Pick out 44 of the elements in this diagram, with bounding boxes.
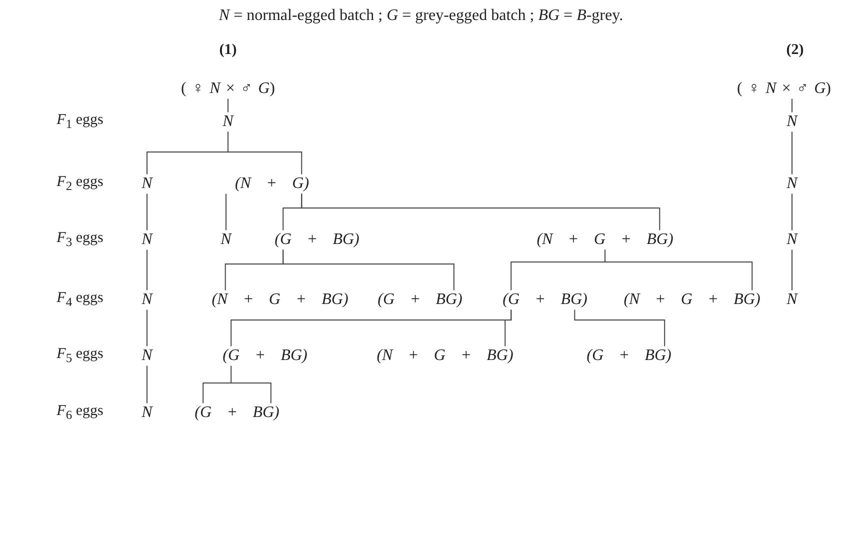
generation-text: (N + G + BG) bbox=[624, 291, 760, 309]
key-text: N = normal-egged batch ; G = grey-egged batch ; BG = B-grey. bbox=[218, 7, 624, 25]
generation-text: (G + BG) bbox=[274, 231, 360, 249]
generation-text: N bbox=[142, 291, 152, 309]
generation-text: (N + G + BG) bbox=[376, 347, 514, 365]
generation-label: F$_{5}$ eggs bbox=[56, 346, 104, 366]
generation-text: N bbox=[220, 231, 232, 249]
descent-line bbox=[301, 193, 660, 231]
descent-line bbox=[504, 309, 512, 347]
generation-text: (G + BG) bbox=[586, 347, 672, 365]
descent-line bbox=[146, 309, 148, 347]
descent-line bbox=[146, 193, 148, 231]
generation-text: (N + G + BG) bbox=[212, 291, 348, 309]
series-number: (1) bbox=[219, 42, 237, 58]
generation-label: F$_{4}$ eggs bbox=[56, 290, 104, 310]
generation-text: N bbox=[222, 113, 234, 131]
generation-text: N bbox=[142, 404, 152, 422]
generation-label: F$_{6}$ eggs bbox=[56, 403, 104, 423]
descent-line bbox=[202, 365, 272, 404]
generation-text: N bbox=[786, 291, 798, 309]
generation-text: ( ♀ N × ♂ G) bbox=[737, 80, 831, 98]
generation-label: F$_{2}$ eggs bbox=[56, 174, 104, 194]
descent-line bbox=[574, 309, 666, 347]
generation-text: (G + BG) bbox=[502, 291, 588, 309]
generation-text: N bbox=[142, 175, 152, 193]
descent-line bbox=[146, 365, 148, 404]
generation-text: (G + BG) bbox=[378, 291, 462, 309]
generation-text: (N + G) bbox=[234, 175, 310, 193]
generation-text: N bbox=[786, 175, 798, 193]
descent-line bbox=[228, 131, 302, 175]
generation-text: (N + G + BG) bbox=[536, 231, 674, 249]
generation-text: (G + BG) bbox=[222, 347, 308, 365]
descent-line bbox=[604, 249, 753, 291]
descent-line bbox=[146, 249, 148, 291]
generation-text: N bbox=[786, 231, 798, 249]
generation-label: F$_{1}$ eggs bbox=[56, 112, 104, 132]
descent-line bbox=[282, 249, 454, 291]
generation-text: N bbox=[142, 231, 152, 249]
series-number: (2) bbox=[786, 42, 804, 58]
generation-text: (G + BG) bbox=[194, 404, 280, 422]
generation-text: N bbox=[142, 347, 152, 365]
generation-text: ( ♀ N × ♂ G) bbox=[181, 80, 275, 98]
generation-text: N bbox=[786, 113, 798, 131]
generation-label: F$_{3}$ eggs bbox=[56, 230, 104, 250]
